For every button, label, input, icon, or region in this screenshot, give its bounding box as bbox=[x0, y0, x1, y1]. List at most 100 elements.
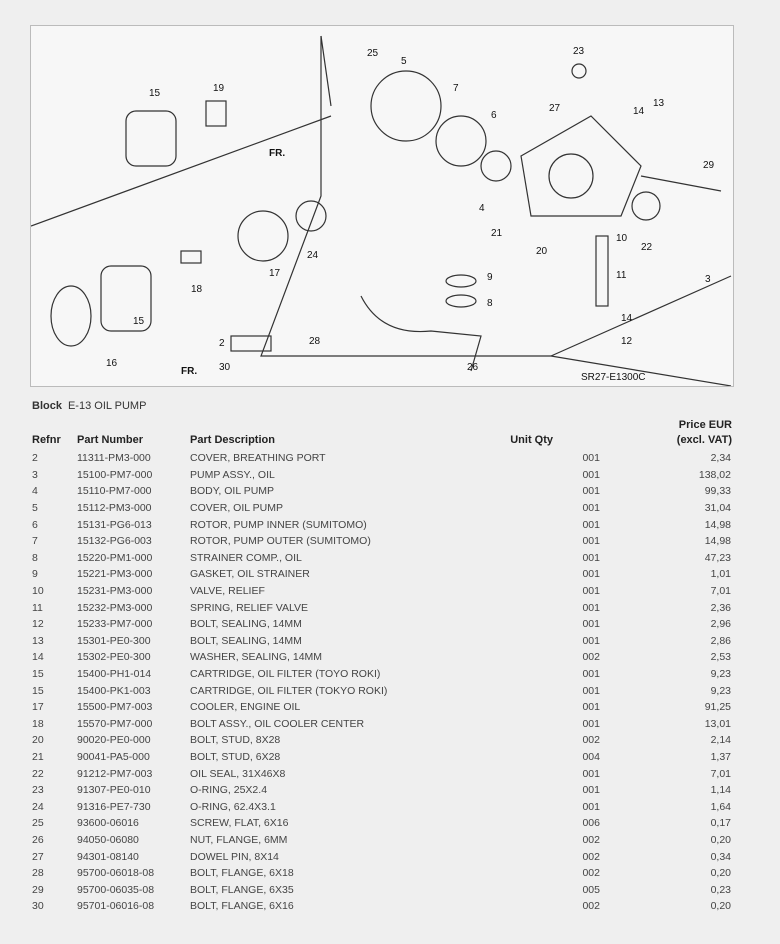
part-number-cell: 90020-PE0-000 bbox=[77, 734, 151, 747]
unit-qty-cell: 001 bbox=[582, 601, 600, 614]
description-cell: BOLT ASSY., OIL COOLER CENTER bbox=[190, 717, 365, 730]
description-cell: SCREW, FLAT, 6X16 bbox=[190, 817, 289, 830]
callout-label: 15 bbox=[133, 316, 145, 327]
price-cell: 0,20 bbox=[710, 867, 731, 880]
refnr-cell: 25 bbox=[32, 817, 44, 830]
description-cell: BOLT, SEALING, 14MM bbox=[190, 618, 302, 631]
price-cell: 13,01 bbox=[704, 717, 731, 730]
price-cell: 14,98 bbox=[704, 518, 731, 531]
callout-label: 8 bbox=[487, 298, 493, 309]
header-refnr: Refnr bbox=[32, 434, 61, 446]
description-cell: WASHER, SEALING, 14MM bbox=[190, 651, 323, 664]
callout-label: 19 bbox=[213, 83, 225, 94]
unit-qty-cell: 001 bbox=[582, 701, 600, 714]
description-cell: BOLT, SEALING, 14MM bbox=[190, 634, 302, 647]
unit-qty-cell: 002 bbox=[582, 850, 600, 863]
callout-label: 2 bbox=[219, 338, 225, 349]
price-cell: 2,53 bbox=[710, 651, 731, 664]
part-number-cell: 95701-06016-08 bbox=[77, 900, 155, 913]
part-number-cell: 90041-PA5-000 bbox=[77, 750, 150, 763]
price-cell: 1,37 bbox=[710, 750, 731, 763]
refnr-cell: 8 bbox=[32, 551, 38, 564]
part-number-cell: 15570-PM7-000 bbox=[77, 717, 153, 730]
refnr-cell: 27 bbox=[32, 850, 44, 863]
description-cell: BOLT, STUD, 8X28 bbox=[190, 734, 281, 747]
unit-qty-cell: 001 bbox=[582, 585, 600, 598]
unit-qty-cell: 001 bbox=[582, 485, 600, 498]
unit-qty-cell: 001 bbox=[582, 452, 600, 465]
unit-qty-cell: 002 bbox=[582, 734, 600, 747]
description-cell: BOLT, FLANGE, 6X16 bbox=[190, 900, 294, 913]
description-cell: ROTOR, PUMP OUTER (SUMITOMO) bbox=[190, 535, 371, 548]
header-part-number: Part Number bbox=[77, 434, 144, 446]
block-value: E-13 OIL PUMP bbox=[67, 400, 147, 412]
price-cell: 9,23 bbox=[710, 684, 731, 697]
diagram-code: SR27-E1300C bbox=[581, 372, 645, 383]
description-cell: OIL SEAL, 31X46X8 bbox=[190, 767, 286, 780]
part-number-cell: 95700-06018-08 bbox=[77, 867, 155, 880]
refnr-cell: 14 bbox=[32, 651, 44, 664]
part-number-cell: 15231-PM3-000 bbox=[77, 585, 153, 598]
price-cell: 9,23 bbox=[710, 668, 731, 681]
callout-label: 7 bbox=[453, 83, 459, 94]
refnr-cell: 21 bbox=[32, 750, 44, 763]
header-unit-qty: Unit Qty bbox=[510, 434, 553, 446]
unit-qty-cell: 001 bbox=[582, 468, 600, 481]
description-cell: BOLT, STUD, 6X28 bbox=[190, 750, 281, 763]
description-cell: STRAINER COMP., OIL bbox=[190, 551, 302, 564]
price-cell: 2,86 bbox=[710, 634, 731, 647]
unit-qty-cell: 001 bbox=[582, 634, 600, 647]
refnr-cell: 5 bbox=[32, 502, 38, 515]
unit-qty-cell: 001 bbox=[582, 684, 600, 697]
part-number-cell: 15233-PM7-000 bbox=[77, 618, 153, 631]
refnr-cell: 6 bbox=[32, 518, 38, 531]
callout-label: 16 bbox=[106, 358, 118, 369]
part-number-cell: 95700-06035-08 bbox=[77, 883, 155, 896]
callout-label: 21 bbox=[491, 228, 503, 239]
unit-qty-cell: 001 bbox=[582, 535, 600, 548]
refnr-cell: 10 bbox=[32, 585, 44, 598]
part-number-cell: 94301-08140 bbox=[77, 850, 139, 863]
unit-qty-cell: 006 bbox=[582, 817, 600, 830]
unit-qty-cell: 001 bbox=[582, 551, 600, 564]
price-cell: 1,14 bbox=[710, 784, 731, 797]
refnr-cell: 24 bbox=[32, 800, 44, 813]
part-number-cell: 15500-PM7-003 bbox=[77, 701, 153, 714]
unit-qty-cell: 005 bbox=[582, 883, 600, 896]
callout-label: 25 bbox=[367, 48, 379, 59]
unit-qty-cell: 001 bbox=[582, 618, 600, 631]
front-arrow-label: FR. bbox=[269, 148, 285, 159]
description-cell: COVER, BREATHING PORT bbox=[190, 452, 326, 465]
part-number-cell: 15110-PM7-000 bbox=[77, 485, 152, 498]
description-cell: O-RING, 25X2.4 bbox=[190, 784, 268, 797]
price-cell: 0,34 bbox=[710, 850, 731, 863]
callout-label: 27 bbox=[549, 103, 561, 114]
callout-label: 18 bbox=[191, 284, 203, 295]
refnr-cell: 3 bbox=[32, 468, 38, 481]
description-cell: NUT, FLANGE, 6MM bbox=[190, 833, 288, 846]
callout-label: 3 bbox=[705, 274, 711, 285]
refnr-cell: 2 bbox=[32, 452, 38, 465]
callout-label: 30 bbox=[219, 362, 231, 373]
part-number-cell: 93600-06016 bbox=[77, 817, 139, 830]
part-number-cell: 15221-PM3-000 bbox=[77, 568, 153, 581]
description-cell: ROTOR, PUMP INNER (SUMITOMO) bbox=[190, 518, 367, 531]
description-cell: PUMP ASSY., OIL bbox=[190, 468, 275, 481]
callout-label: 4 bbox=[479, 203, 485, 214]
callout-label: 13 bbox=[653, 98, 665, 109]
